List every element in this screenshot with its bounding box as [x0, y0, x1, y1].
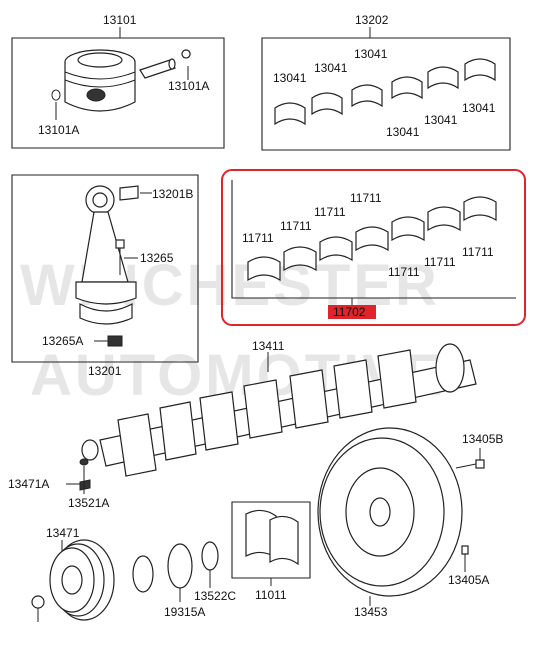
label-11711-g: 11711	[462, 245, 494, 259]
gears-group: 19315A 13522C	[132, 541, 236, 619]
label-13202: 13202	[355, 13, 389, 27]
label-13405B: 13405B	[462, 432, 503, 446]
flywheel-pin-part[interactable]	[461, 545, 469, 555]
label-11711-a: 11711	[242, 231, 274, 245]
label-11711-f: 11711	[424, 255, 456, 269]
conrod-bearing-shells[interactable]	[274, 58, 496, 126]
label-13522C: 13522C	[194, 589, 236, 603]
label-13521A: 13521A	[68, 496, 109, 510]
conrod-part[interactable]	[75, 185, 137, 325]
conrod-bolt-part[interactable]	[115, 239, 125, 275]
crank-key-part[interactable]	[79, 479, 91, 491]
flywheel-group: 13453 13405B 13405A	[317, 427, 503, 619]
label-13041-c: 13041	[354, 47, 388, 61]
main-bearing-inner-frame	[231, 180, 516, 299]
label-13201B: 13201B	[152, 187, 193, 201]
label-13265: 13265	[140, 251, 174, 265]
pulley-part[interactable]	[49, 539, 115, 621]
main-bearing-set-badge[interactable]	[328, 305, 376, 319]
crank-sprocket-key-part[interactable]	[79, 458, 89, 466]
label-13041-e: 13041	[424, 113, 458, 127]
label-13471A: 13471A	[8, 477, 49, 491]
label-13405A: 13405A	[448, 573, 489, 587]
piston-group: 13101 13101A 13101A	[11, 13, 225, 149]
label-19315A: 19315A	[164, 605, 205, 619]
label-11711-d: 11711	[350, 191, 382, 205]
label-13201: 13201	[88, 364, 122, 378]
crankshaft-group: 13411 13471A 13521A	[8, 339, 477, 510]
label-13471: 13471	[46, 526, 80, 540]
label-13041-f: 13041	[462, 101, 496, 115]
label-13041-d: 13041	[386, 125, 420, 139]
conrod-bearing-frame	[261, 37, 511, 151]
conrod-nut-part[interactable]	[107, 335, 123, 347]
piston-group-frame	[11, 37, 225, 149]
label-13101: 13101	[103, 13, 137, 27]
crankshaft-part[interactable]	[81, 343, 477, 477]
timing-gear-small-part[interactable]	[132, 555, 154, 593]
label-11011: 11011	[255, 588, 287, 602]
label-13265A: 13265A	[42, 334, 83, 348]
piston-pin-part[interactable]	[139, 58, 176, 79]
pulley-group: 13471	[31, 526, 115, 622]
label-11711-e: 11711	[388, 265, 420, 279]
label-13101A-ring: 13101A	[38, 123, 79, 137]
label-11711-c: 11711	[314, 205, 346, 219]
thrust-washer-frame	[231, 501, 311, 579]
label-13453: 13453	[354, 605, 388, 619]
crank-gear-part[interactable]	[201, 541, 219, 571]
timing-gear-part[interactable]	[167, 543, 193, 589]
label-11711-b: 11711	[280, 219, 312, 233]
label-13041-b: 13041	[314, 61, 348, 75]
main-bearing-shells[interactable]	[247, 196, 497, 282]
thrust-washer-part[interactable]	[245, 509, 299, 566]
label-11702: 11702	[333, 305, 366, 319]
main-bearing-group: 11711 11711 11711 11711 11711 11711 1171…	[221, 169, 526, 326]
flywheel-bolt-part[interactable]	[455, 459, 485, 469]
flywheel-part[interactable]	[317, 427, 463, 597]
conrod-group-frame	[11, 174, 199, 363]
pin-clip-icon[interactable]	[181, 49, 191, 59]
snap-ring-icon[interactable]	[51, 89, 61, 101]
main-bearing-highlight-frame	[221, 169, 526, 326]
pulley-bolt-part[interactable]	[31, 595, 45, 622]
label-13101A-pin: 13101A	[168, 79, 209, 93]
conrod-bearing-group: 13202 13041 13041 13041 13041 13041 1304…	[261, 13, 511, 151]
piston-part[interactable]	[64, 49, 136, 112]
label-13411: 13411	[252, 339, 285, 353]
conrod-group: 13201B 13265 13265A 13201	[11, 174, 199, 378]
label-13041-a: 13041	[273, 71, 307, 85]
conrod-bushing-part[interactable]	[119, 185, 139, 201]
thrust-washer-group: 11011	[231, 501, 311, 602]
